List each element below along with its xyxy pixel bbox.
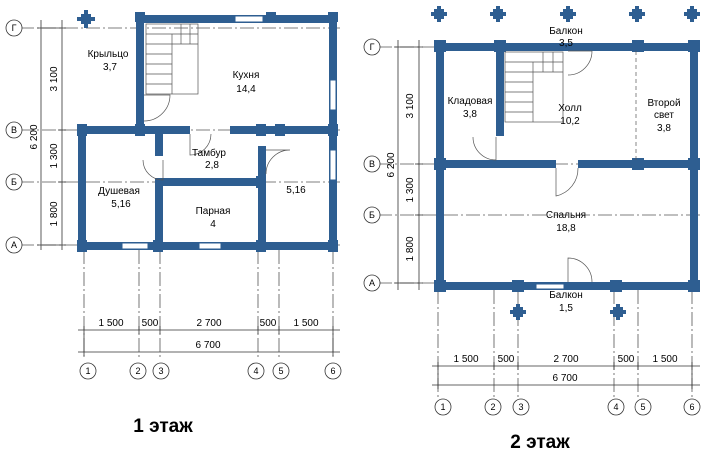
floor1-porch-name: Крыльцо bbox=[88, 49, 129, 60]
floor1-caption: 1 этаж bbox=[133, 416, 193, 437]
floor2-axis-bubbles bbox=[363, 38, 701, 416]
floor1-col-label: 5 bbox=[278, 366, 283, 376]
floor2-hdim: 500 bbox=[498, 354, 515, 365]
floor2-bedroom-area: 18,8 bbox=[556, 223, 576, 234]
floor2-hall-area: 10,2 bbox=[560, 116, 580, 127]
floor2-col-label: 4 bbox=[613, 402, 618, 412]
floor1-porch-area: 3,7 bbox=[103, 62, 117, 73]
floor1-vdim: 3 100 bbox=[49, 66, 60, 91]
floor2-horizontal-dims bbox=[432, 362, 700, 389]
floor2-row-label: Б bbox=[369, 210, 375, 220]
floor2-plan bbox=[363, 6, 701, 416]
floor1-col-label: 6 bbox=[330, 366, 335, 376]
floor1-hdim-total: 6 700 bbox=[195, 340, 220, 351]
floor1-row-label: А bbox=[11, 240, 17, 250]
floor1-col-label: 4 bbox=[253, 366, 258, 376]
floor2-walls bbox=[436, 43, 698, 290]
floor1-kitchen-name: Кухня bbox=[233, 70, 260, 81]
floor2-bedroom-name: Спальня bbox=[546, 210, 586, 221]
floor1-col-label: 1 bbox=[85, 366, 90, 376]
floor2-hdim: 2 700 bbox=[553, 354, 578, 365]
floor2-windows bbox=[535, 283, 565, 290]
floor1-steam-area: 4 bbox=[210, 219, 216, 230]
floor2-row-label: А bbox=[369, 278, 375, 288]
floor2-vdim-total: 6 200 bbox=[386, 152, 397, 177]
floor2-hdim: 500 bbox=[618, 354, 635, 365]
floor1-vdim-total: 6 200 bbox=[29, 124, 40, 149]
floor2-hdim: 1 500 bbox=[453, 354, 478, 365]
floor1-hdim: 2 700 bbox=[196, 318, 221, 329]
floor2-doors bbox=[472, 50, 637, 283]
floor1-plan bbox=[5, 10, 342, 380]
floor1-right-room-area: 5,16 bbox=[286, 185, 306, 196]
floor1-horizontal-dims bbox=[78, 326, 340, 356]
floor2-col-label: 6 bbox=[689, 402, 694, 412]
floor1-hdim: 500 bbox=[142, 318, 159, 329]
floor2-vertical-dims bbox=[394, 40, 423, 290]
floor1-windows bbox=[121, 15, 337, 250]
floor1-vestibule-name: Тамбур bbox=[192, 147, 226, 159]
floor2-stair bbox=[504, 51, 564, 123]
floor1-steam-name: Парная bbox=[196, 206, 231, 217]
floor1-hdim: 1 500 bbox=[293, 318, 318, 329]
floor2-balcony-top-area: 3,5 bbox=[559, 38, 573, 49]
floor2-caption: 2 этаж bbox=[510, 432, 570, 453]
floor2-crosses bbox=[431, 6, 700, 320]
floor2-second-light-name: Второй bbox=[647, 98, 680, 109]
floor2-col-label: 1 bbox=[440, 402, 445, 412]
floor1-row-label: В bbox=[11, 125, 17, 135]
floor1-vdim: 1 300 bbox=[49, 143, 60, 168]
floor2-col-label: 5 bbox=[640, 402, 645, 412]
floor2-hall-name: Холл bbox=[558, 103, 582, 114]
floor1-shower-area: 5,16 bbox=[111, 199, 131, 210]
floor1-hdim: 500 bbox=[260, 318, 277, 329]
floor1-stair bbox=[145, 23, 199, 95]
floor1-col-label: 3 bbox=[158, 366, 163, 376]
floor2-col-label: 2 bbox=[490, 402, 495, 412]
floor2-vdim: 1 300 bbox=[405, 177, 416, 202]
floor1-kitchen-area: 14,4 bbox=[236, 84, 256, 95]
floor2-vdim: 1 800 bbox=[405, 236, 416, 261]
floor1-vdim: 1 800 bbox=[49, 201, 60, 226]
floor2-balcony-bottom-name: Балкон bbox=[549, 290, 583, 301]
floor2-hdim-total: 6 700 bbox=[552, 373, 577, 384]
floor2-second-light-area: 3,8 bbox=[657, 123, 671, 134]
floor1-vertical-dims bbox=[37, 20, 66, 250]
floor1-hdim: 1 500 bbox=[98, 318, 123, 329]
floor2-hdim: 1 500 bbox=[652, 354, 677, 365]
floor1-doors bbox=[142, 94, 291, 181]
floor2-pantry-area: 3,8 bbox=[463, 109, 477, 120]
floor1-log-ends bbox=[77, 10, 338, 252]
floor2-row-label: Г bbox=[370, 42, 375, 52]
floor1-axis-bubbles bbox=[5, 19, 342, 380]
floor1-vestibule-area: 2,8 bbox=[205, 160, 219, 171]
floor1-row-label: Б bbox=[11, 177, 17, 187]
floor1-col-label: 2 bbox=[135, 366, 140, 376]
floor1-row-label: Г bbox=[12, 23, 17, 33]
floor2-col-label: 3 bbox=[518, 402, 523, 412]
floor2-balcony-bottom-area: 1,5 bbox=[559, 303, 573, 314]
floor1-shower-name: Душевая bbox=[98, 186, 140, 197]
floor2-balcony-top-name: Балкон bbox=[549, 26, 583, 37]
floor2-pantry-name: Кладовая bbox=[448, 96, 493, 107]
floor2-row-label: В bbox=[369, 159, 375, 169]
floor2-log-ends bbox=[434, 40, 700, 292]
floor2-vdim: 3 100 bbox=[405, 93, 416, 118]
floor2-second-light-name: свет bbox=[654, 110, 674, 121]
